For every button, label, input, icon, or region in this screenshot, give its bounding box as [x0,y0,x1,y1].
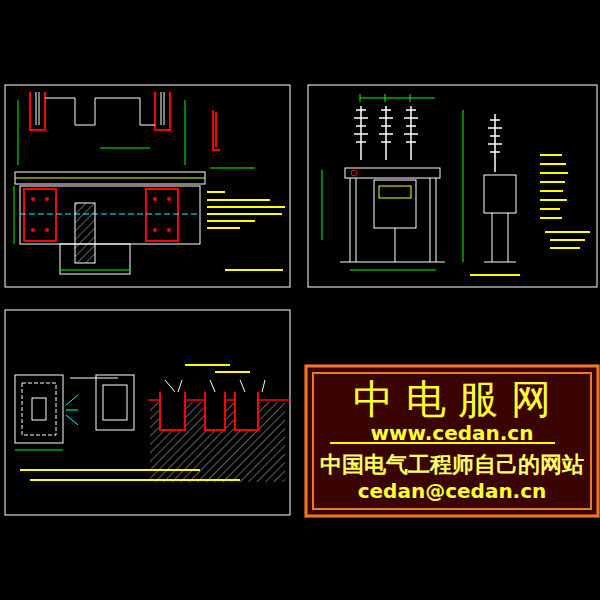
watermark-frame [304,364,600,518]
site-slogan: 中国电气工程师自己的网站 [316,452,588,477]
site-name: 中 电 服 网 [316,376,588,422]
panel-switchgear [308,85,597,287]
watermark-panel: 中 电 服 网www.cedan.cn 中国电气工程师自己的网站 cedan@ced… [316,376,588,506]
site-email: cedan@cedan.cn [316,480,588,503]
site-url: www.cedan.cn [316,422,588,445]
panel-foundation [5,85,290,287]
panel-base-section [5,310,290,515]
